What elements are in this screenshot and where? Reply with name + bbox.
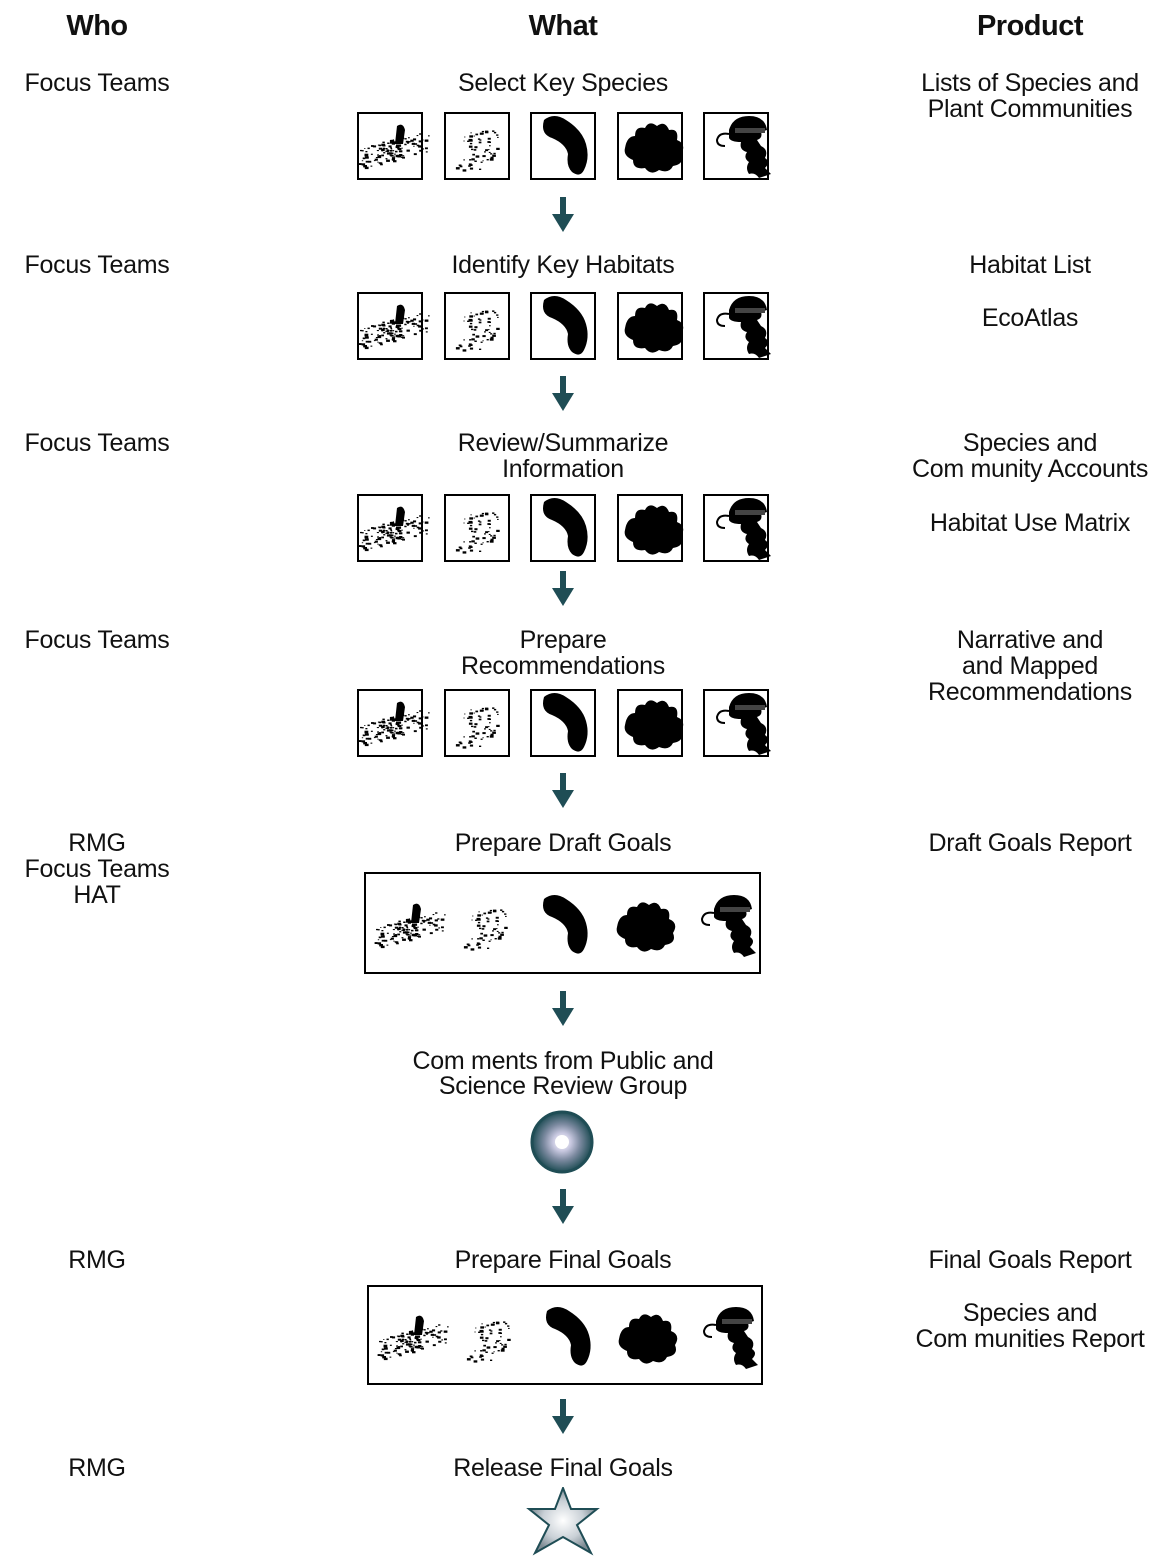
product-step-2-a: Habitat List <box>969 251 1091 279</box>
icon-tiles-step-2 <box>357 292 771 360</box>
product-step-3-a: Species and Com munity Accounts <box>911 429 1149 483</box>
flow-arrow <box>551 376 575 412</box>
release-star-icon <box>525 1485 601 1566</box>
plants-icon <box>616 494 683 562</box>
flow-arrow <box>551 1399 575 1435</box>
marsh-birds-icon <box>369 887 446 959</box>
product-step-3-b: Habitat Use Matrix <box>929 509 1131 537</box>
mammal-icon <box>686 1299 758 1371</box>
mammal-icon <box>703 494 771 562</box>
product-step-1-a: Lists of Species and Plant Communities <box>921 69 1139 123</box>
icon-tiles-step-4 <box>357 689 771 757</box>
shorebirds-icon <box>443 494 510 562</box>
fish-icon <box>530 112 596 180</box>
what-step-8: Release Final Goals <box>453 1454 673 1482</box>
who-step-2: Focus Teams <box>24 251 170 279</box>
fish-icon <box>530 689 596 757</box>
marsh-birds-icon <box>357 494 430 562</box>
what-step-4: Prepare Recommendations <box>461 626 665 680</box>
review-ring-icon <box>530 1110 594 1179</box>
icon-tiles-step-3 <box>357 494 771 562</box>
mammal-icon <box>703 689 771 757</box>
product-step-7-a: Final Goals Report <box>928 1246 1132 1274</box>
fish-icon <box>529 1299 601 1371</box>
fish-icon <box>530 292 596 360</box>
plants-icon <box>616 689 683 757</box>
mammal-icon <box>703 112 771 180</box>
shorebirds-icon <box>443 112 510 180</box>
who-step-4: Focus Teams <box>24 626 170 654</box>
icon-panel-step-5 <box>364 872 761 974</box>
who-step-1: Focus Teams <box>24 69 170 97</box>
mammal-icon <box>684 887 756 959</box>
flow-arrow <box>551 197 575 233</box>
icon-panel-step-7 <box>367 1285 763 1385</box>
who-step-7: RMG <box>68 1246 126 1274</box>
what-step-7: Prepare Final Goals <box>454 1246 672 1274</box>
what-step-6: Com ments from Public and Science Review… <box>412 1047 714 1100</box>
shorebirds-icon <box>451 1299 523 1371</box>
flow-arrow <box>551 991 575 1027</box>
plants-icon <box>605 887 677 959</box>
who-step-8: RMG <box>68 1454 126 1482</box>
icon-tiles-step-1 <box>357 112 771 180</box>
marsh-birds-icon <box>357 112 430 180</box>
flow-arrow <box>551 773 575 809</box>
marsh-birds-icon <box>357 292 430 360</box>
product-step-4-a: Narrative and and Mapped Recommendations <box>928 626 1132 706</box>
what-header: What <box>528 10 598 42</box>
what-step-5: Prepare Draft Goals <box>454 829 672 857</box>
shorebirds-icon <box>448 887 520 959</box>
plants-icon <box>616 112 683 180</box>
marsh-birds-icon <box>372 1299 449 1371</box>
what-step-3: Review/Summarize Information <box>457 429 669 483</box>
shorebirds-icon <box>443 292 510 360</box>
mammal-icon <box>703 292 771 360</box>
product-step-5-a: Draft Goals Report <box>928 829 1132 857</box>
flow-arrow <box>551 571 575 607</box>
flow-arrow <box>551 1189 575 1225</box>
what-step-2: Identify Key Habitats <box>451 251 675 279</box>
product-header: Product <box>976 10 1084 42</box>
who-header: Who <box>66 10 128 42</box>
plants-icon <box>607 1299 679 1371</box>
fish-icon <box>530 494 596 562</box>
fish-icon <box>526 887 598 959</box>
plants-icon <box>616 292 683 360</box>
who-step-3: Focus Teams <box>24 429 170 457</box>
product-step-7-b: Species and Com munities Report <box>915 1299 1145 1353</box>
product-step-2-b: EcoAtlas <box>981 304 1079 332</box>
what-step-1: Select Key Species <box>458 69 668 97</box>
shorebirds-icon <box>443 689 510 757</box>
marsh-birds-icon <box>357 689 430 757</box>
who-step-5: RMG Focus Teams HAT <box>24 829 170 909</box>
